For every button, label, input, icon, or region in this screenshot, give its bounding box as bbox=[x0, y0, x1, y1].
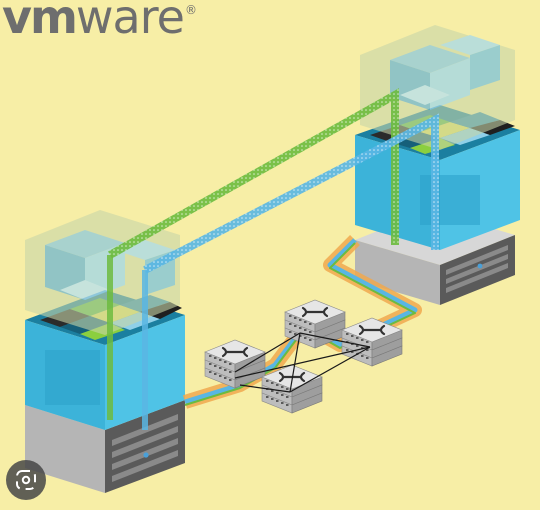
lens-search-icon bbox=[16, 470, 36, 490]
left-host bbox=[25, 210, 185, 493]
network-switch-icon bbox=[221, 346, 249, 358]
switch-interconnects bbox=[234, 332, 371, 393]
network-switch-icon bbox=[301, 306, 329, 318]
network-switch-icon bbox=[358, 324, 386, 336]
lens-search-button[interactable] bbox=[6, 460, 46, 500]
vmware-logo: vmware® bbox=[2, 0, 197, 44]
right-vm-cubes bbox=[360, 25, 515, 150]
switch-top bbox=[284, 299, 346, 349]
switch-bottom bbox=[261, 364, 323, 414]
network-switches bbox=[204, 299, 403, 414]
vmotion-links bbox=[107, 88, 439, 430]
